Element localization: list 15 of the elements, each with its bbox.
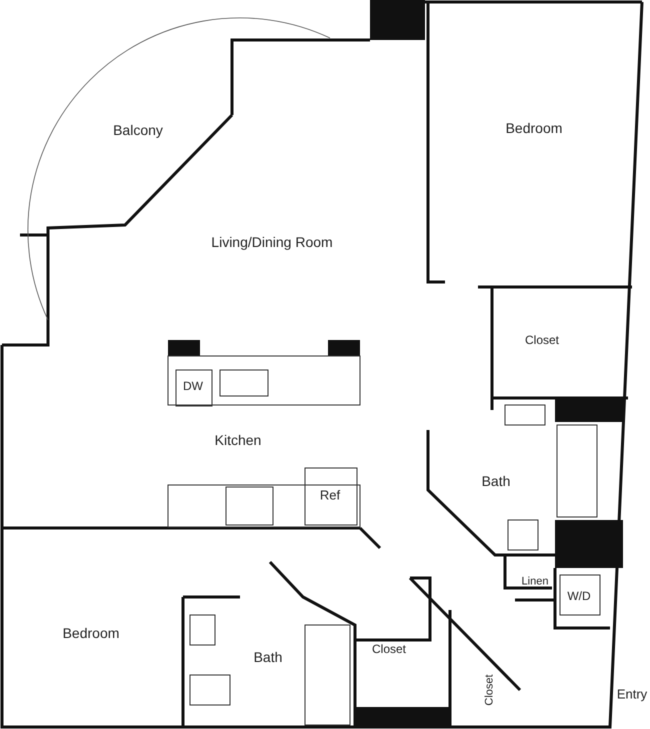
room-label: Bath bbox=[482, 474, 510, 488]
room-label: Kitchen bbox=[214, 433, 262, 447]
room-label: Closet bbox=[525, 334, 559, 346]
room-label: Linen bbox=[522, 576, 548, 588]
room-label: Living/Dining Room bbox=[211, 235, 333, 249]
room-label: Closet bbox=[484, 674, 496, 706]
room-label: DW bbox=[183, 380, 203, 392]
room-label: Balcony bbox=[113, 123, 163, 137]
room-label: Bath bbox=[254, 650, 282, 664]
room-label: Entry bbox=[616, 688, 648, 700]
room-label: W/D bbox=[567, 590, 591, 602]
room-label: Ref bbox=[320, 488, 340, 502]
room-label: Closet bbox=[372, 643, 406, 655]
room-label: Bedroom bbox=[62, 626, 120, 640]
room-label: Bedroom bbox=[506, 121, 562, 135]
